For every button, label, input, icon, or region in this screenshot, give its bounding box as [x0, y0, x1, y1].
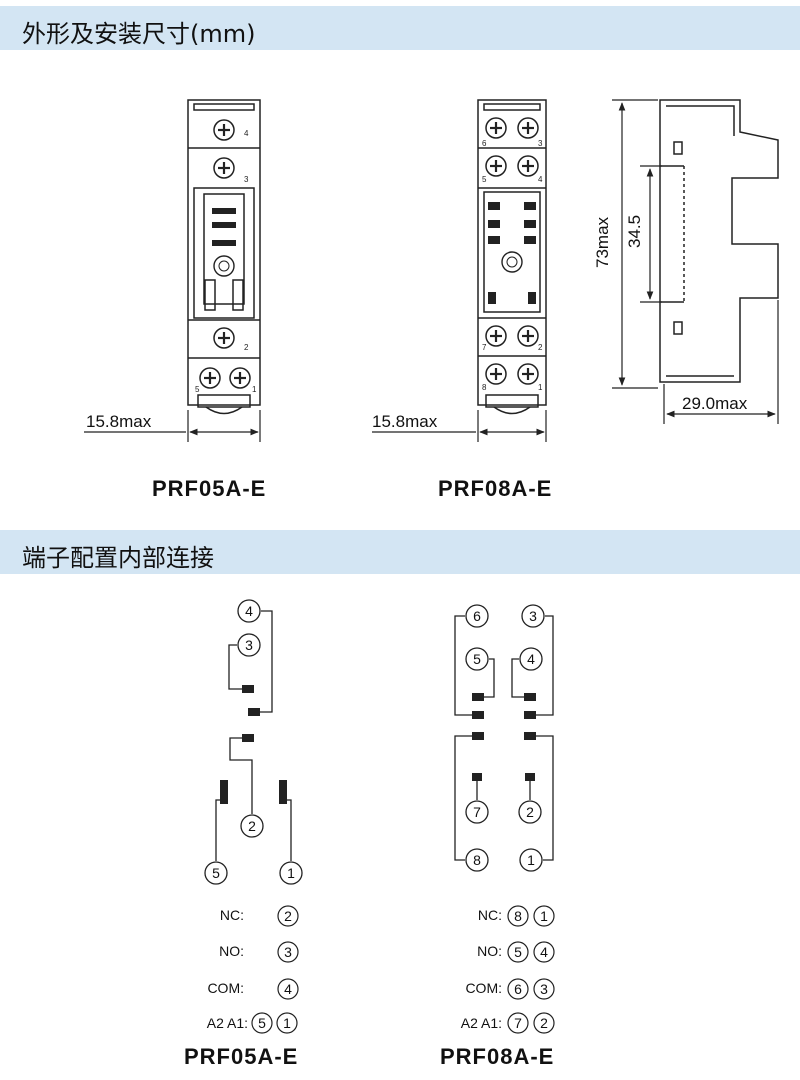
prf05-terminal-table: NC: NO: COM: A2 A1: — [207, 907, 248, 1031]
depth-dimension — [663, 300, 779, 424]
prf05-table-terminals: 2 3 4 5 1 — [251, 905, 299, 1034]
svg-text:1: 1 — [527, 852, 535, 868]
prf05-screw-terminals — [198, 118, 252, 390]
rail-pitch-dimension — [640, 165, 662, 303]
svg-text:COM:: COM: — [465, 980, 502, 996]
prf08-screw-terminals — [484, 116, 540, 386]
svg-text:4: 4 — [284, 981, 292, 997]
svg-text:5: 5 — [514, 944, 522, 960]
svg-text:3: 3 — [245, 637, 253, 653]
prf08-front-view — [477, 99, 547, 415]
prf05-width-label: 15.8max — [86, 412, 152, 431]
svg-text:8: 8 — [514, 908, 522, 924]
svg-text:4: 4 — [244, 129, 249, 138]
svg-text:5: 5 — [258, 1015, 266, 1031]
svg-text:6: 6 — [473, 608, 481, 624]
svg-text:8: 8 — [482, 383, 487, 392]
prf08-width-label: 15.8max — [372, 412, 438, 431]
terminal-section-header: 端子配置内部连接 — [0, 530, 800, 574]
svg-text:2: 2 — [538, 343, 543, 352]
depth-label: 29.0max — [682, 394, 748, 413]
height-label: 73max — [593, 216, 612, 268]
svg-text:1: 1 — [287, 865, 295, 881]
dimensions-section-title: 外形及安装尺寸(mm) — [22, 20, 256, 48]
prf05-wiring-model-label: PRF05A-E — [184, 1044, 299, 1069]
svg-text:7: 7 — [514, 1015, 522, 1031]
svg-text:4: 4 — [538, 175, 543, 184]
prf08-table-terminals: 8 1 5 4 6 3 7 2 — [507, 905, 555, 1034]
prf05-front-view — [187, 99, 261, 415]
svg-text:1: 1 — [538, 383, 543, 392]
svg-text:2: 2 — [284, 908, 292, 924]
prf05-wiring-nodes: 4 3 2 5 1 — [204, 599, 303, 885]
svg-text:3: 3 — [244, 175, 249, 184]
svg-text:1: 1 — [540, 908, 548, 924]
prf08-terminal-table: NC: NO: COM: A2 A1: — [461, 907, 502, 1031]
svg-text:7: 7 — [482, 343, 487, 352]
svg-text:A2 A1:: A2 A1: — [207, 1015, 248, 1031]
svg-text:6: 6 — [514, 981, 522, 997]
svg-text:4: 4 — [540, 944, 548, 960]
svg-text:COM:: COM: — [207, 980, 244, 996]
rail-pitch-label: 34.5 — [625, 215, 644, 248]
svg-text:NC:: NC: — [220, 907, 244, 923]
side-view — [659, 99, 779, 383]
svg-text:5: 5 — [473, 651, 481, 667]
svg-text:A2 A1:: A2 A1: — [461, 1015, 502, 1031]
svg-text:3: 3 — [284, 944, 292, 960]
svg-text:4: 4 — [245, 603, 253, 619]
svg-text:7: 7 — [473, 804, 481, 820]
svg-text:NO:: NO: — [477, 943, 502, 959]
svg-text:1: 1 — [252, 385, 257, 394]
prf08-wiring-model-label: PRF08A-E — [440, 1044, 555, 1069]
prf08-width-dimension — [372, 410, 547, 442]
svg-text:NO:: NO: — [219, 943, 244, 959]
svg-text:1: 1 — [283, 1015, 291, 1031]
svg-text:2: 2 — [244, 343, 249, 352]
svg-text:6: 6 — [482, 139, 487, 148]
prf08-wiring — [454, 615, 554, 861]
prf05-terminal-numbers: 4 3 2 5 1 — [195, 129, 257, 394]
prf05-model-label: PRF05A-E — [152, 476, 267, 501]
svg-text:8: 8 — [473, 852, 481, 868]
prf08-wiring-nodes: 6 3 5 4 7 2 8 1 — [465, 604, 545, 872]
svg-text:3: 3 — [538, 139, 543, 148]
svg-text:5: 5 — [482, 175, 487, 184]
prf08-contacts — [472, 693, 536, 781]
svg-text:4: 4 — [527, 651, 535, 667]
svg-text:NC:: NC: — [478, 907, 502, 923]
svg-text:2: 2 — [540, 1015, 548, 1031]
svg-text:3: 3 — [529, 608, 537, 624]
svg-text:5: 5 — [212, 865, 220, 881]
svg-text:2: 2 — [526, 804, 534, 820]
svg-text:5: 5 — [195, 385, 200, 394]
prf08-terminal-numbers: 6 3 5 4 7 2 8 1 — [482, 139, 543, 392]
terminal-section-title: 端子配置内部连接 — [22, 544, 214, 572]
prf08-model-label: PRF08A-E — [438, 476, 553, 501]
dimensions-section-header: 外形及安装尺寸(mm) — [0, 6, 800, 50]
svg-text:3: 3 — [540, 981, 548, 997]
prf05-contacts — [220, 685, 287, 804]
svg-text:2: 2 — [248, 818, 256, 834]
prf05-width-dimension — [84, 410, 261, 442]
height-dimension — [612, 99, 658, 389]
